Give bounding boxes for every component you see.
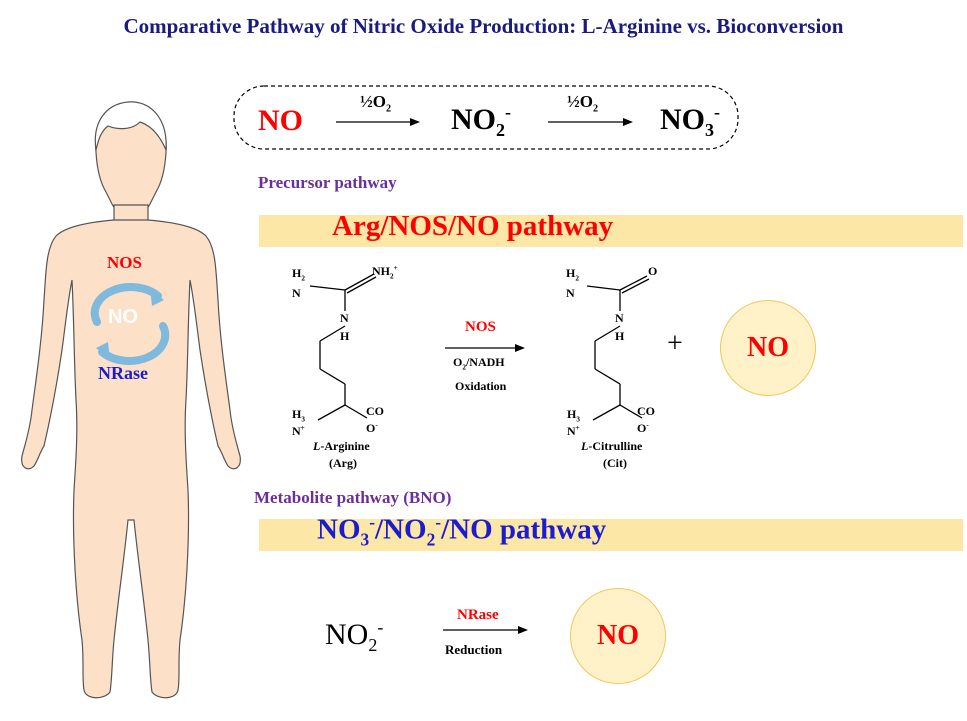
metabolite-enzyme-nrase: NRase <box>457 607 499 623</box>
oxidation-no3: NO3- <box>660 102 720 140</box>
precursor-no-product: NO <box>720 300 816 396</box>
body-no-label: NO <box>108 306 138 328</box>
cit-n: N <box>566 286 575 300</box>
arg-o-minus: O- <box>366 421 378 435</box>
oxidation-no: NO <box>258 104 303 137</box>
citrulline-abbr: (Cit) <box>603 456 627 470</box>
cit-n-plus: N+ <box>567 424 580 438</box>
oxidation-no2: NO2- <box>451 102 511 140</box>
arg-n: N <box>292 286 301 300</box>
cit-co: CO <box>637 404 655 418</box>
precursor-no-label: NO <box>747 332 789 363</box>
precursor-band-title: Arg/NOS/NO pathway <box>332 210 614 242</box>
arg-co: CO <box>366 404 384 418</box>
cit-nh-n: N <box>615 311 624 325</box>
cit-o: O <box>648 264 658 278</box>
oxidation-step1-label: ½O2 <box>360 92 392 115</box>
body-nos-label: NOS <box>107 253 142 272</box>
reaction-type-oxidation: Oxidation <box>455 379 507 393</box>
metabolite-band <box>259 519 963 551</box>
arginine-abbr: (Arg) <box>329 456 357 470</box>
precursor-section-label: Precursor pathway <box>258 173 397 192</box>
arginine-name: L-Arginine <box>313 439 370 453</box>
metabolite-section-label: Metabolite pathway (BNO) <box>254 488 452 507</box>
metabolite-no-product: NO <box>570 588 666 684</box>
cit-nh-h: H <box>615 329 625 343</box>
arg-h3: H3 <box>292 407 305 424</box>
plus-sign: + <box>667 328 683 359</box>
page-title: Comparative Pathway of Nitric Oxide Prod… <box>123 14 844 38</box>
cit-h3: H3 <box>567 407 580 424</box>
precursor-band <box>259 215 963 247</box>
arg-nh-h: H <box>340 329 350 343</box>
arg-n-plus: N+ <box>292 424 305 438</box>
cit-o-minus: O- <box>637 421 649 435</box>
citrulline-name: L-Citrulline <box>581 439 643 453</box>
reaction-enzyme-nos: NOS <box>465 319 496 335</box>
oxidation-step2-label: ½O2 <box>567 92 599 115</box>
metabolite-no-label: NO <box>597 620 639 651</box>
arg-h2: H2 <box>292 266 305 283</box>
body-nrase-label: NRase <box>98 363 148 383</box>
cit-h2: H2 <box>566 266 579 283</box>
metabolite-type-reduction: Reduction <box>445 642 503 657</box>
metabolite-band-title: NO3-/NO2-/NO pathway <box>317 512 607 550</box>
reaction-cofactor: O2/NADH <box>453 355 505 372</box>
arg-nh2: NH2+ <box>372 264 398 281</box>
arg-nh-n: N <box>340 311 349 325</box>
metabolite-substrate-no2: NO2- <box>325 617 384 655</box>
